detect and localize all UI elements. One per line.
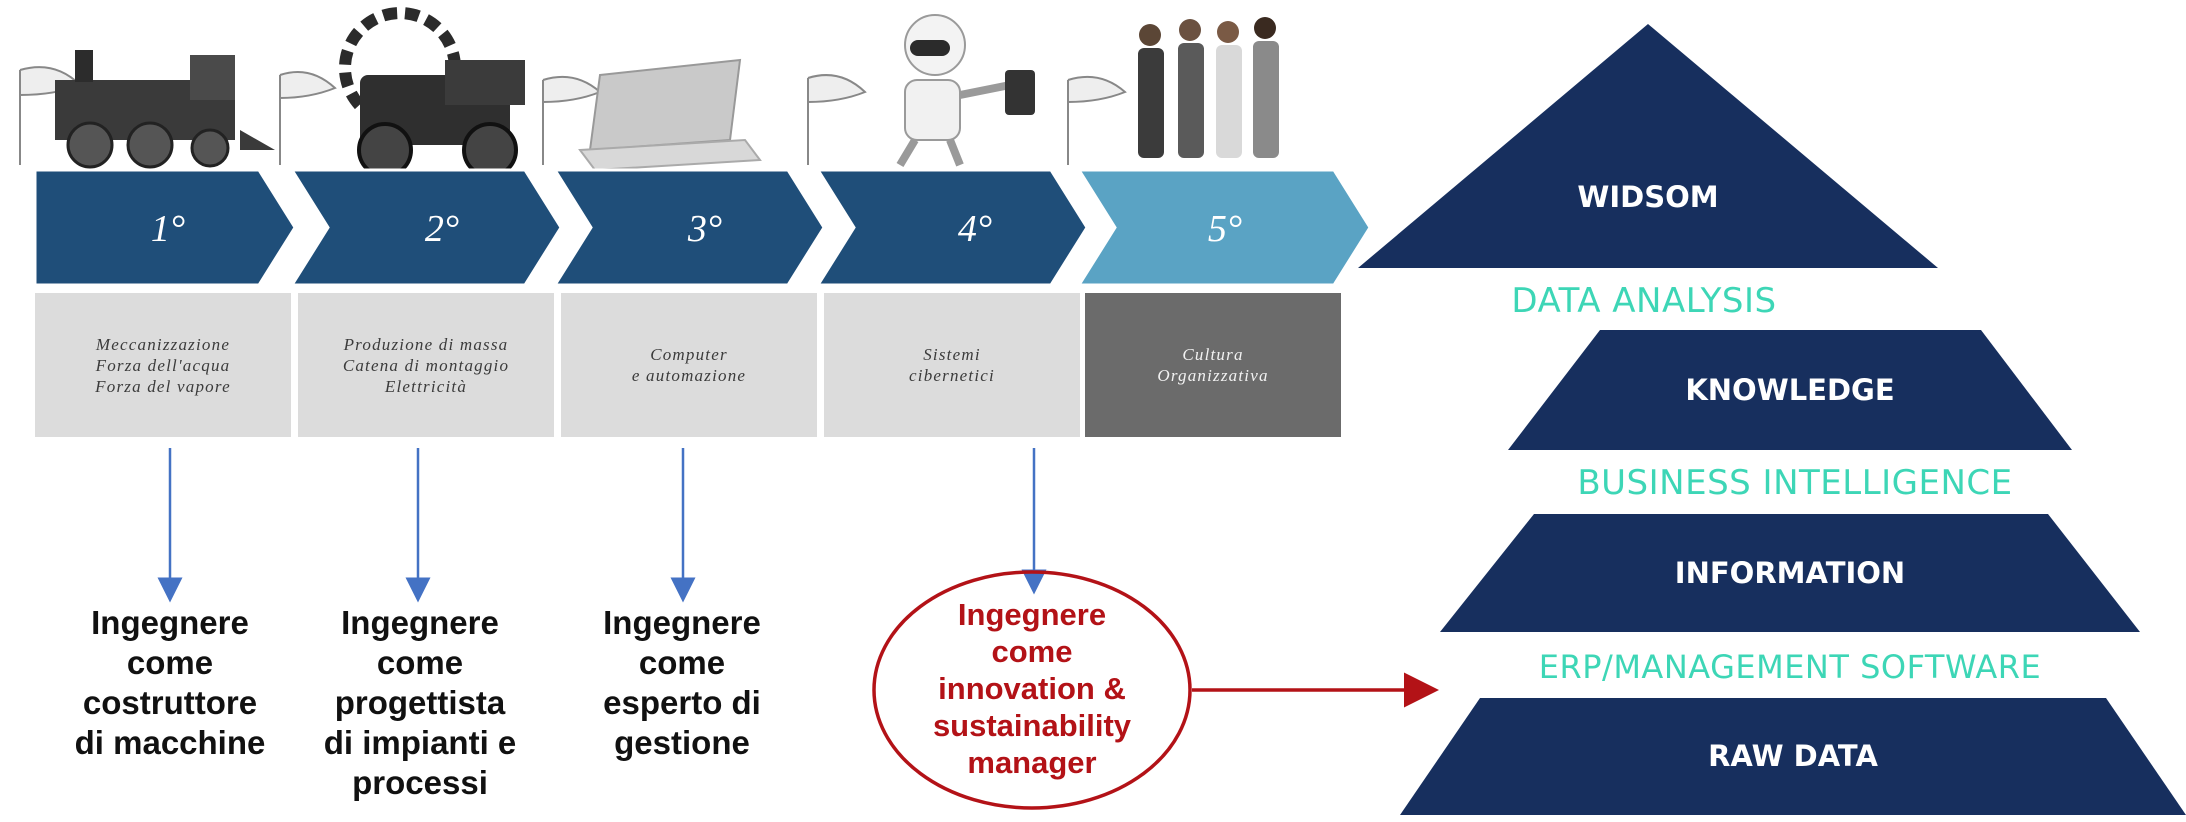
caption-box-4 — [824, 293, 1080, 437]
role-text-4: Ingegnere come innovation & sustainabili… — [932, 597, 1132, 780]
pyramid-label-knowledge: KNOWLEDGE — [1685, 373, 1895, 407]
caption-box-3 — [561, 293, 817, 437]
stage-number-3: 3° — [687, 208, 723, 250]
pyramid-level-information — [1440, 514, 2140, 632]
caption-text-3: Computer e automazione — [631, 345, 747, 385]
caption-box-1 — [35, 293, 291, 437]
stage-number-5: 5° — [1207, 208, 1243, 250]
pyramid-label-information: INFORMATION — [1674, 556, 1906, 590]
steam-locomotive-icon — [19, 50, 275, 169]
robot-icon — [807, 14, 1035, 168]
caption-text-4: Sistemi cibernetici — [909, 345, 995, 385]
caption-text-1: Meccanizzazione Forza dell'acqua Forza d… — [95, 334, 231, 396]
pyramid-band-erp-software: ERP/MANAGEMENT SOFTWARE — [1538, 648, 2042, 686]
pyramid-level-widsom — [1358, 24, 1938, 268]
stage-number-4: 4° — [957, 208, 993, 250]
pyramid-band-business-intelligence: BUSINESS INTELLIGENCE — [1577, 463, 2013, 503]
pyramid-band-data-analysis: DATA ANALYSIS — [1511, 281, 1777, 321]
timeline-arrow-4 — [815, 168, 1089, 287]
highlight-ellipse — [872, 570, 1192, 810]
caption-text-5: Cultura Organizzativa — [1157, 345, 1269, 385]
laptop-icon — [542, 58, 762, 172]
role-text-3: Ingegnere come esperto di gestione — [603, 604, 761, 761]
pyramid-level-raw-data — [1400, 698, 2186, 815]
pyramid-label-widsom: WIDSOM — [1577, 180, 1719, 214]
caption-text-2: Produzione di massa Catena di montaggio … — [342, 334, 510, 396]
role-text-2: Ingegnere come progettista di impianti e… — [323, 604, 517, 801]
timeline-arrow-2 — [289, 168, 563, 287]
stage-number-1: 1° — [150, 208, 186, 250]
pyramid-label-raw-data: RAW DATA — [1708, 739, 1878, 773]
role-text-1: Ingegnere come costruttore di macchine — [74, 604, 266, 761]
caption-box-2 — [298, 293, 554, 437]
timeline-arrow-1 — [33, 168, 297, 287]
caption-box-5 — [1085, 293, 1341, 437]
timeline-arrows — [33, 168, 1372, 287]
timeline-arrow-5 — [1076, 168, 1372, 287]
pyramid-level-knowledge — [1508, 330, 2072, 450]
timeline-arrow-3 — [552, 168, 826, 287]
stage-number-2: 2° — [424, 208, 460, 250]
business-people-icon — [1067, 17, 1279, 165]
vintage-car-gear-icon — [279, 7, 525, 178]
